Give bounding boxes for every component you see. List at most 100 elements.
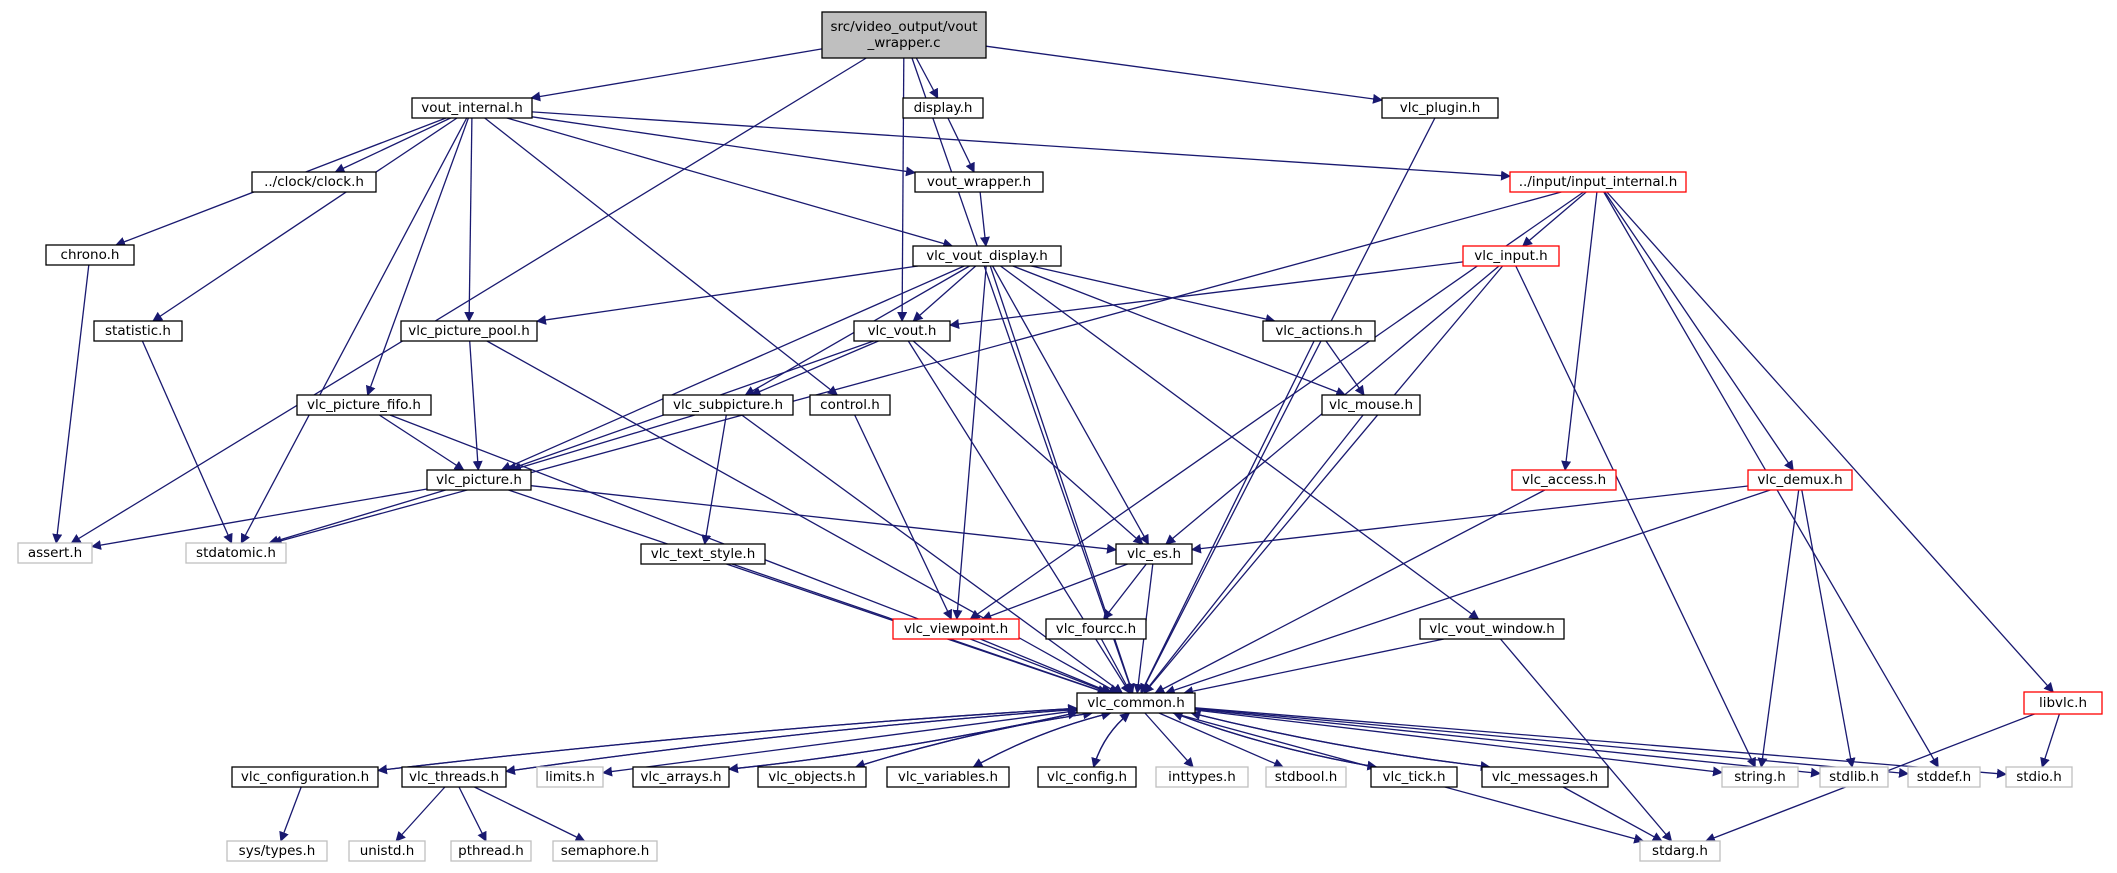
edge-vlc_input-to-vlc_common <box>1143 265 1504 694</box>
edge-vout_internal-to-input_internal <box>531 111 1511 181</box>
node-box <box>1509 171 1687 193</box>
node-vlc-variables[interactable]: vlc_variables.h <box>886 766 1010 788</box>
node-clock[interactable]: ../clock/clock.h <box>251 171 377 193</box>
node-libvlc[interactable]: libvlc.h <box>2023 691 2103 715</box>
edge-vout_internal-to-vout_wrapper <box>531 116 916 177</box>
node-vlc-subpicture[interactable]: vlc_subpicture.h <box>662 394 794 416</box>
node-box <box>1819 766 1889 788</box>
node-label: vlc_config.h <box>1047 769 1127 785</box>
edge-vlc_subpicture-to-vlc_text_style <box>701 414 727 545</box>
node-vlc-config[interactable]: vlc_config.h <box>1037 766 1137 788</box>
node-box <box>400 320 538 342</box>
node-box <box>1265 766 1347 788</box>
node-chrono[interactable]: chrono.h <box>45 244 135 266</box>
node-label: limits.h <box>545 769 595 785</box>
node-label: pthread.h <box>458 843 524 859</box>
node-label: string.h <box>1734 769 1786 785</box>
node-label: src/video_output/vout <box>830 19 977 35</box>
node-box <box>1419 618 1565 640</box>
node-box <box>853 320 951 342</box>
edge-vlc_picture-to-stdatomic <box>268 489 446 546</box>
edge-vlc_es-to-vlc_fourcc <box>1103 563 1147 620</box>
node-box <box>1381 97 1499 119</box>
node-vlc-text-style[interactable]: vlc_text_style.h <box>640 543 766 565</box>
node-vlc-picture-pool[interactable]: vlc_picture_pool.h <box>400 320 538 342</box>
node-vlc-fourcc[interactable]: vlc_fourcc.h <box>1045 618 1147 640</box>
edge-vlc_common-to-stdlib <box>1194 708 1821 778</box>
node-control[interactable]: control.h <box>809 394 891 416</box>
node-box <box>1262 320 1376 342</box>
node-vlc-actions[interactable]: vlc_actions.h <box>1262 320 1376 342</box>
node-display[interactable]: display.h <box>902 97 984 119</box>
node-label: ../input/input_internal.h <box>1519 174 1678 190</box>
edge-chrono-to-assert <box>52 264 90 544</box>
node-label: vlc_variables.h <box>898 769 998 785</box>
node-label: vlc_objects.h <box>768 769 855 785</box>
node-input-internal[interactable]: ../input/input_internal.h <box>1509 171 1687 193</box>
node-vlc-picture[interactable]: vlc_picture.h <box>426 469 532 491</box>
edge-vout_internal-to-clock <box>334 117 451 173</box>
node-vlc-mouse[interactable]: vlc_mouse.h <box>1321 394 1421 416</box>
node-vlc-picture-fifo[interactable]: vlc_picture_fifo.h <box>296 394 432 416</box>
node-vout-internal[interactable]: vout_internal.h <box>411 97 533 119</box>
edge-vlc_vout_display-to-vlc_picture_pool <box>536 265 918 325</box>
edge-vlc_messages-to-vlc_common <box>1190 710 1490 768</box>
node-vlc-objects[interactable]: vlc_objects.h <box>757 766 867 788</box>
edge-vlc_picture_fifo-to-vlc_picture <box>378 414 465 471</box>
edge-input_internal-to-vlc_access <box>1561 191 1598 471</box>
node-vlc-tick[interactable]: vlc_tick.h <box>1370 766 1458 788</box>
node-vlc-configuration[interactable]: vlc_configuration.h <box>231 766 379 788</box>
node-statistic[interactable]: statistic.h <box>93 320 183 342</box>
node-vlc-vout-display[interactable]: vlc_vout_display.h <box>912 245 1062 267</box>
node-unistd: unistd.h <box>348 840 426 862</box>
node-label: vlc_input.h <box>1474 248 1548 264</box>
node-box <box>914 171 1044 193</box>
node-label: vlc_picture_pool.h <box>408 323 530 339</box>
node-vlc-vout[interactable]: vlc_vout.h <box>853 320 951 342</box>
edge-input_internal-to-stdatomic <box>271 191 1562 546</box>
edge-input_internal-to-vlc_demux <box>1604 191 1794 471</box>
node-vlc-common[interactable]: vlc_common.h <box>1076 692 1196 714</box>
node-label: stdatomic.h <box>196 545 276 561</box>
node-vlc-input[interactable]: vlc_input.h <box>1462 245 1560 267</box>
node-vout-wrapper[interactable]: vout_wrapper.h <box>914 171 1044 193</box>
edge-root-to-vout_internal <box>530 48 823 102</box>
node-pthread: pthread.h <box>450 840 532 862</box>
edge-root-to-vlc_common <box>911 57 1135 694</box>
node-vlc-viewpoint[interactable]: vlc_viewpoint.h <box>892 618 1020 640</box>
node-label: vlc_access.h <box>1522 472 1606 488</box>
edge-vlc_vout_display-to-vlc_actions <box>1031 265 1276 324</box>
node-box <box>821 11 987 59</box>
node-box <box>1721 766 1799 788</box>
edge-vlc_variables-to-vlc_common <box>973 710 1112 768</box>
edge-vout_wrapper-to-vlc_vout_display <box>979 191 990 247</box>
node-label: vlc_es.h <box>1127 546 1181 562</box>
node-vlc-messages[interactable]: vlc_messages.h <box>1481 766 1609 788</box>
node-box <box>426 469 532 491</box>
edge-vlc_vout-to-vlc_common <box>907 340 1131 694</box>
node-vlc-arrays[interactable]: vlc_arrays.h <box>632 766 730 788</box>
node-box <box>2023 691 2103 715</box>
node-box <box>296 394 432 416</box>
edge-vlc_demux-to-string <box>1757 489 1800 768</box>
node-vlc-vout-window[interactable]: vlc_vout_window.h <box>1419 618 1565 640</box>
node-root[interactable]: src/video_output/vout_wrapper.c <box>821 11 987 59</box>
node-vlc-demux[interactable]: vlc_demux.h <box>1747 469 1853 491</box>
edge-vlc_vout_display-to-vlc_mouse <box>1012 265 1347 397</box>
node-vlc-es[interactable]: vlc_es.h <box>1115 543 1193 565</box>
node-vlc-access[interactable]: vlc_access.h <box>1511 469 1617 491</box>
node-box <box>640 543 766 565</box>
node-box <box>1747 469 1853 491</box>
node-vlc-threads[interactable]: vlc_threads.h <box>401 766 507 788</box>
node-label: vlc_arrays.h <box>640 769 721 785</box>
node-box <box>251 171 377 193</box>
node-box <box>662 394 794 416</box>
edge-display-to-vout_wrapper <box>947 117 975 173</box>
edge-root-to-vlc_plugin <box>985 45 1383 104</box>
node-vlc-plugin[interactable]: vlc_plugin.h <box>1381 97 1499 119</box>
edge-vlc_vout_display-to-vlc_picture <box>500 265 965 471</box>
edge-statistic-to-stdatomic <box>141 340 233 544</box>
node-box <box>1076 692 1196 714</box>
edge-vlc_configuration-to-vlc_common <box>377 703 1078 772</box>
